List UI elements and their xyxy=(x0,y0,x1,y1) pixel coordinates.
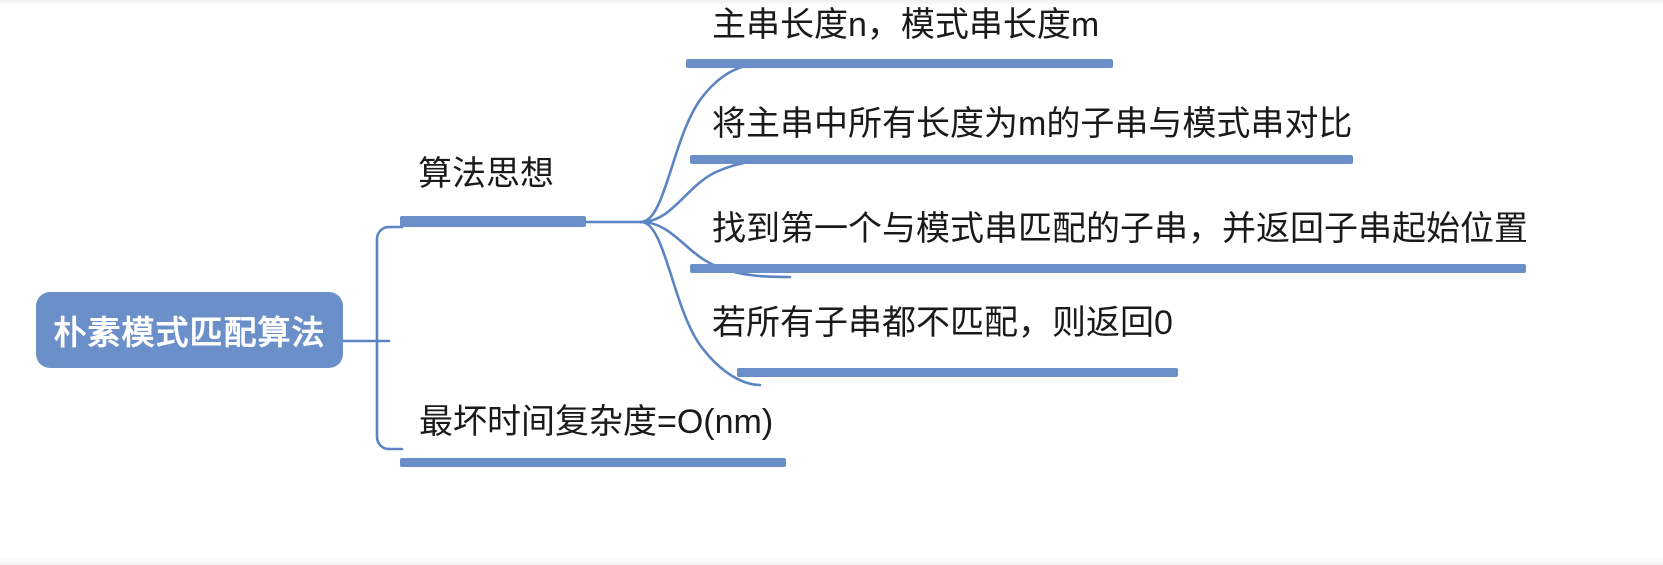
root-node-label: 朴素模式匹配算法 xyxy=(53,314,326,351)
root-node[interactable]: 朴素模式匹配算法 xyxy=(36,292,343,368)
canvas-top-edge xyxy=(0,0,1663,6)
leaf-underline-return-zero xyxy=(737,368,1178,377)
leaf-label-return-start-position[interactable]: 找到第一个与模式串匹配的子串，并返回子串起始位置 xyxy=(712,210,1528,248)
branch-underline-algorithm-idea xyxy=(400,216,586,227)
leaf-underline-return-start-position xyxy=(690,264,1526,273)
leaf-underline-compare-substrings xyxy=(690,155,1353,164)
wire-trunk-vertical xyxy=(375,225,391,451)
canvas-bottom-edge xyxy=(0,557,1663,565)
wire-leaf-4 xyxy=(639,220,762,387)
leaf-label-compare-substrings[interactable]: 将主串中所有长度为m的子串与模式串对比 xyxy=(712,105,1353,143)
leaf-label-return-zero[interactable]: 若所有子串都不匹配，则返回0 xyxy=(712,304,1173,342)
leaf-label-string-lengths[interactable]: 主串长度n，模式串长度m xyxy=(712,6,1100,44)
wire-leaf-1 xyxy=(639,62,762,224)
branch-underline-worst-time-complexity xyxy=(400,458,786,467)
leaf-underline-string-lengths xyxy=(686,59,1113,68)
branch-label-worst-time-complexity[interactable]: 最坏时间复杂度=O(nm) xyxy=(419,403,774,441)
branch-label-algorithm-idea[interactable]: 算法思想 xyxy=(418,155,554,193)
